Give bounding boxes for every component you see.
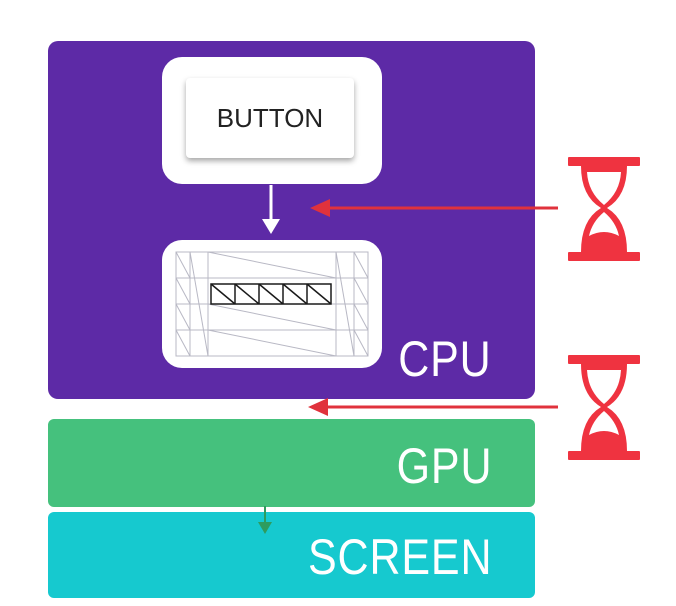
example-button-label: BUTTON [216,102,324,133]
mesh-wireframe [175,251,369,357]
button-to-mesh-arrow [262,185,280,234]
gpu-label: GPU [396,438,492,494]
button-mesh-quads [210,283,332,305]
upload-time-arrow-bottom [308,398,558,416]
hourglass-icon [568,157,640,261]
cpu-label: CPU [398,331,492,387]
screen-block [48,512,535,598]
hourglass-icon [568,355,640,460]
example-button: BUTTON [186,78,354,158]
gpu-block [48,419,535,507]
screen-label: SCREEN [307,529,492,585]
gpu-to-screen-arrow [258,506,272,534]
upload-time-arrow-top [310,199,558,217]
